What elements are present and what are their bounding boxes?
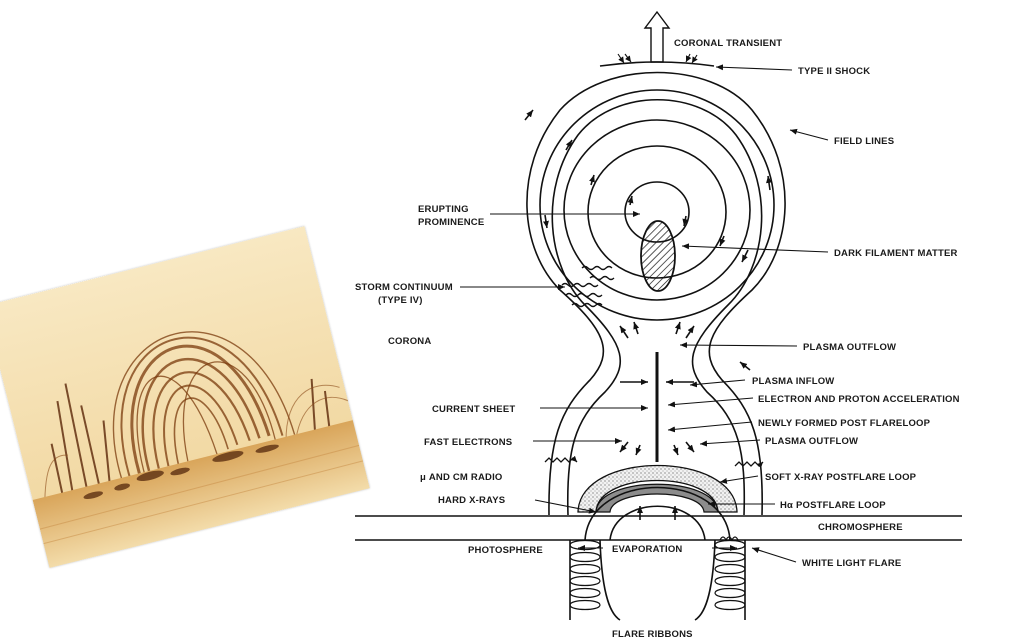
- label-soft-xray-postflare-loop: SOFT X-RAY POSTFLARE LOOP: [765, 472, 917, 483]
- label-current-sheet: CURRENT SHEET: [432, 404, 515, 415]
- label-coronal-transient: CORONAL TRANSIENT: [674, 38, 782, 49]
- label-hard-x-rays: HARD X-RAYS: [438, 495, 505, 506]
- label-flare-ribbons: FLARE RIBBONS: [612, 629, 693, 640]
- label-erupting: ERUPTING: [418, 204, 469, 215]
- label-plasma-outflow-top: PLASMA OUTFLOW: [803, 342, 896, 353]
- label-halpha-postflare-loop: Hα POSTFLARE LOOP: [780, 500, 886, 511]
- label-evaporation: EVAPORATION: [612, 544, 682, 555]
- label-prominence: PROMINENCE: [418, 217, 484, 228]
- label-field-lines: FIELD LINES: [834, 136, 894, 147]
- label-plasma-inflow: PLASMA INFLOW: [752, 376, 834, 387]
- field-lines: [525, 73, 785, 516]
- label-type-iv: (TYPE IV): [378, 295, 423, 306]
- label-corona: CORONA: [388, 336, 431, 347]
- storm-continuum-marks: [562, 267, 614, 307]
- label-dark-filament-matter: DARK FILAMENT MATTER: [834, 248, 958, 259]
- label-mu-cm-radio: μ AND CM RADIO: [420, 472, 503, 483]
- label-chromosphere: CHROMOSPHERE: [818, 522, 903, 533]
- postflare-loops: [578, 466, 737, 541]
- label-storm-continuum: STORM CONTINUUM: [355, 282, 453, 293]
- label-fast-electrons: FAST ELECTRONS: [424, 437, 512, 448]
- dark-filament-blob: [641, 221, 675, 291]
- radio-emission-marks: [545, 458, 763, 466]
- reconnection-region: [620, 322, 694, 462]
- coronal-transient-arrow: [645, 12, 669, 62]
- label-plasma-outflow-bottom: PLASMA OUTFLOW: [765, 436, 858, 447]
- label-photosphere: PHOTOSPHERE: [468, 545, 543, 556]
- label-white-light-flare: WHITE LIGHT FLARE: [802, 558, 901, 569]
- label-electron-proton-acceleration: ELECTRON AND PROTON ACCELERATION: [758, 394, 960, 405]
- label-type-ii-shock: TYPE II SHOCK: [798, 66, 870, 77]
- label-newly-formed-post-flareloop: NEWLY FORMED POST FLARELOOP: [758, 418, 931, 429]
- diagram-labels: CORONAL TRANSIENT TYPE II SHOCK FIELD LI…: [355, 38, 960, 640]
